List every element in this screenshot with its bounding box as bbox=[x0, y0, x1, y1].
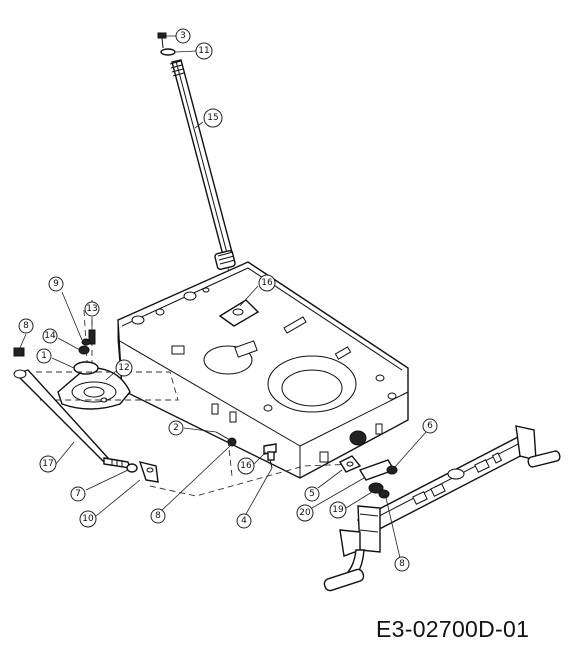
callout-label: 20 bbox=[299, 508, 311, 518]
callout-8-middle: 8 bbox=[150, 508, 166, 524]
callout-label: 15 bbox=[207, 113, 218, 123]
drawing-code: E3-02700D-01 bbox=[376, 616, 530, 642]
callout-label: 11 bbox=[198, 46, 209, 56]
nut-14 bbox=[78, 345, 90, 355]
callout-8-right: 8 bbox=[394, 556, 410, 572]
callout-label: 17 bbox=[42, 459, 53, 469]
callout-5: 5 bbox=[304, 486, 320, 502]
nut-6 bbox=[386, 465, 398, 475]
callout-label: 19 bbox=[332, 505, 344, 515]
callout-label: 16 bbox=[240, 461, 252, 471]
callout-label: 7 bbox=[75, 489, 81, 499]
bushing-19 bbox=[368, 482, 384, 494]
spindle-right bbox=[515, 425, 561, 468]
callout-label: 8 bbox=[23, 321, 29, 331]
callout-10: 10 bbox=[79, 510, 97, 528]
callout-label: 5 bbox=[309, 489, 315, 499]
nut-9 bbox=[81, 338, 91, 346]
callout-label: 4 bbox=[241, 516, 247, 526]
callout-14: 14 bbox=[42, 328, 58, 344]
callout-label: 3 bbox=[180, 31, 186, 41]
callout-label: 2 bbox=[173, 423, 179, 433]
callout-label: 8 bbox=[155, 511, 161, 521]
front-axle bbox=[357, 435, 529, 537]
washer-11 bbox=[160, 48, 176, 56]
callout-2: 2 bbox=[168, 420, 184, 436]
main-frame bbox=[117, 261, 409, 479]
nut-8-right bbox=[378, 489, 390, 499]
callout-13: 13 bbox=[84, 301, 100, 317]
callout-label: 1 bbox=[41, 351, 47, 361]
callout-label: 6 bbox=[427, 421, 433, 431]
nut-7 bbox=[126, 463, 138, 473]
callout-7: 7 bbox=[70, 486, 86, 502]
leader-lines bbox=[19, 35, 427, 559]
bolt-2 bbox=[215, 431, 237, 447]
callout-8-left: 8 bbox=[18, 318, 34, 334]
callout-17: 17 bbox=[39, 455, 57, 473]
bolt-3 bbox=[157, 32, 167, 49]
callout-label: 14 bbox=[44, 331, 56, 341]
callout-9: 9 bbox=[48, 276, 64, 292]
callout-label: 16 bbox=[261, 278, 273, 288]
callout-label: 8 bbox=[399, 559, 405, 569]
spindle-left bbox=[323, 505, 381, 592]
callout-label: 10 bbox=[82, 514, 94, 524]
callout-label: 13 bbox=[86, 304, 97, 314]
callout-20: 20 bbox=[296, 504, 314, 522]
callout-11: 11 bbox=[195, 42, 213, 60]
callout-label: 9 bbox=[53, 279, 59, 289]
bolt-4 bbox=[267, 451, 275, 469]
callout-16-lower: 16 bbox=[237, 457, 255, 475]
callout-1: 1 bbox=[36, 348, 52, 364]
callout-3: 3 bbox=[175, 28, 191, 44]
callout-16-top: 16 bbox=[258, 274, 276, 292]
callout-19: 19 bbox=[329, 501, 347, 519]
drag-link bbox=[13, 369, 132, 469]
nut-8-left bbox=[13, 347, 25, 357]
callout-4: 4 bbox=[236, 513, 252, 529]
sector-gear bbox=[57, 367, 131, 410]
callout-label: 12 bbox=[118, 363, 129, 373]
steering-shaft bbox=[169, 59, 236, 271]
callout-6: 6 bbox=[422, 418, 438, 434]
callout-15: 15 bbox=[203, 108, 223, 128]
callout-12: 12 bbox=[115, 359, 133, 377]
